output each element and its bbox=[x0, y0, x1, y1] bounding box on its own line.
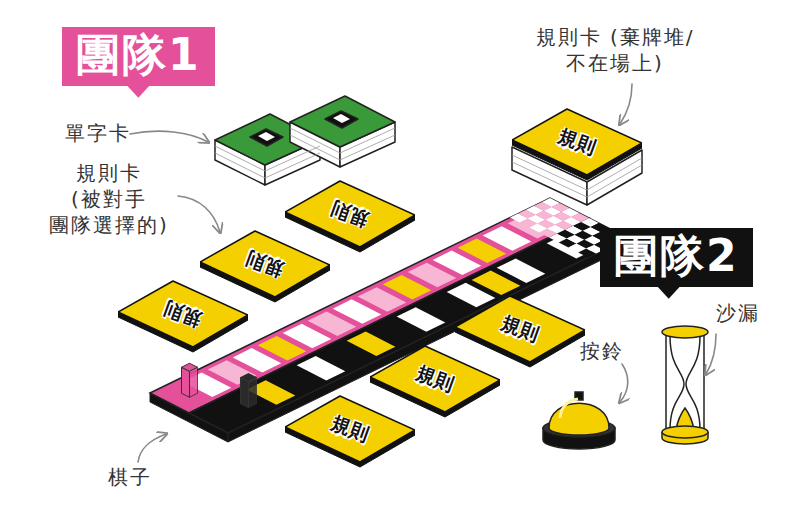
card-edge bbox=[265, 146, 320, 171]
card-edge bbox=[265, 153, 320, 178]
rule-card: 規則 bbox=[370, 345, 500, 419]
banner-pointers bbox=[126, 85, 680, 299]
part-label: 按鈴 bbox=[572, 338, 632, 364]
team-name: 團隊2 bbox=[614, 230, 739, 281]
card-edge bbox=[340, 128, 395, 153]
token-top bbox=[182, 363, 198, 371]
hourglass-glass bbox=[670, 336, 700, 430]
card-face bbox=[118, 281, 248, 347]
hourglass-cap bbox=[662, 426, 708, 438]
black-track bbox=[189, 218, 628, 433]
part-label: 棋子 bbox=[100, 464, 160, 490]
token-face bbox=[182, 367, 190, 397]
leader-arrow bbox=[130, 131, 208, 142]
bell-shine bbox=[560, 399, 578, 418]
leader-arrow bbox=[706, 334, 716, 374]
banner-pointer bbox=[126, 85, 150, 98]
token-face bbox=[249, 378, 257, 408]
token-face bbox=[241, 378, 249, 408]
part-label: 規則卡 (棄牌堆/不在場上) bbox=[505, 24, 725, 76]
card-face bbox=[285, 396, 415, 462]
card-face bbox=[370, 346, 500, 412]
team-banner: 團隊1 bbox=[62, 27, 215, 86]
rule-card: 規則 bbox=[285, 395, 415, 469]
rule-card: 規則 bbox=[118, 280, 248, 354]
card-face bbox=[455, 296, 585, 362]
part-label: 沙漏 bbox=[708, 300, 768, 326]
rule-card: 規則 bbox=[455, 295, 585, 369]
rule-card: 規則 bbox=[285, 180, 415, 254]
part-label: 單字卡 bbox=[58, 120, 138, 146]
hourglass bbox=[662, 326, 708, 444]
card-edge bbox=[215, 153, 265, 178]
card-icon bbox=[250, 129, 283, 146]
word-card-stack bbox=[215, 96, 395, 185]
rule-card: 規則 bbox=[512, 108, 642, 182]
card-edge bbox=[290, 128, 340, 153]
leader-arrow bbox=[138, 434, 166, 462]
card-icon bbox=[333, 114, 350, 123]
token-face bbox=[190, 367, 198, 397]
team-name: 團隊1 bbox=[76, 29, 201, 80]
card-face bbox=[512, 109, 642, 175]
card-face bbox=[285, 181, 415, 247]
word-card bbox=[290, 96, 395, 147]
card-icon bbox=[325, 111, 358, 128]
card-icon bbox=[258, 132, 275, 141]
card-edge bbox=[215, 146, 265, 171]
leader-arrow bbox=[178, 196, 220, 232]
team-banner: 團隊2 bbox=[600, 228, 753, 287]
card-face bbox=[200, 231, 330, 297]
rule-card: 規則 bbox=[200, 230, 330, 304]
hourglass-post bbox=[665, 334, 667, 432]
finish-cell bbox=[571, 213, 589, 222]
banner-pointer bbox=[657, 286, 681, 299]
hourglass-post bbox=[703, 334, 705, 432]
part-label: 規則卡 (被對手 團隊選擇的) bbox=[34, 160, 184, 238]
hourglass-cap bbox=[662, 326, 708, 338]
card-edge bbox=[290, 135, 340, 160]
card-edges bbox=[215, 128, 395, 178]
bell bbox=[543, 392, 615, 449]
card-edge bbox=[340, 135, 395, 160]
leader-arrow bbox=[620, 364, 628, 402]
bell-dome bbox=[549, 403, 609, 435]
token-top bbox=[241, 374, 257, 382]
leader-arrow bbox=[620, 84, 632, 124]
